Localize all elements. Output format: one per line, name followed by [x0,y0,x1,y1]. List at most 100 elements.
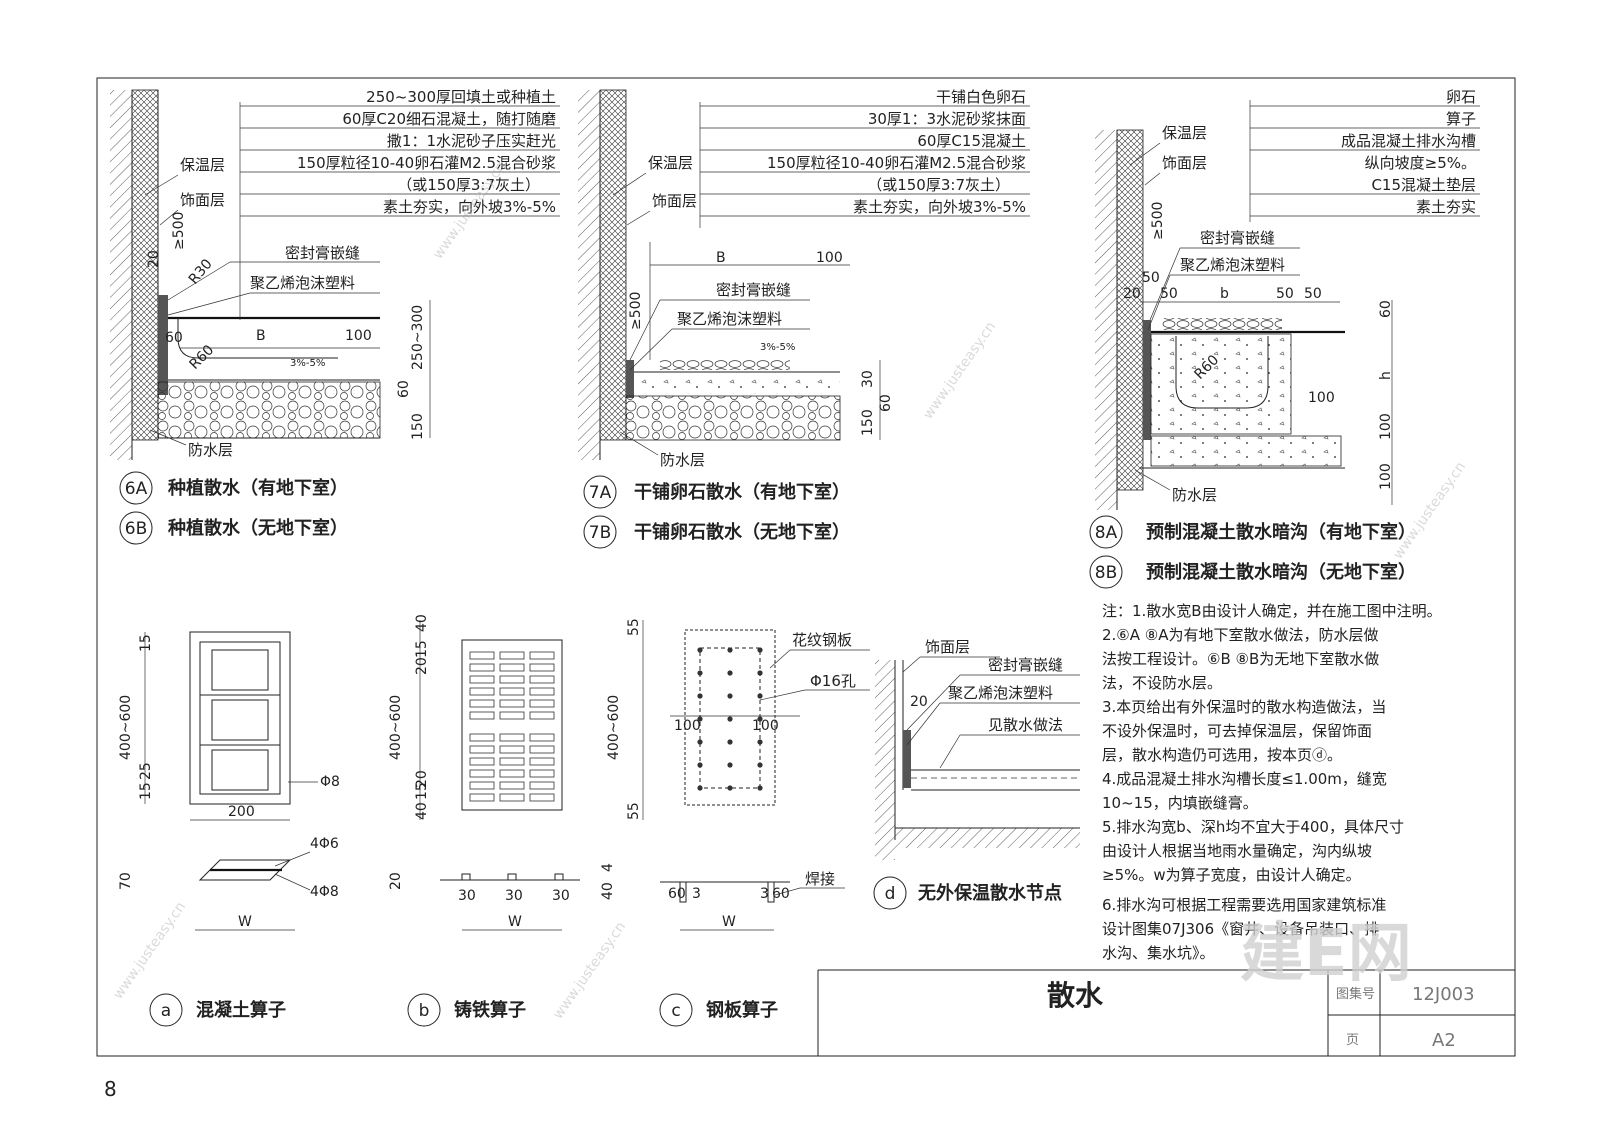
note-line: 不设外保温时，可去掉保温层，保留饰面 [1102,722,1372,740]
layer-label: （或150厚3:7灰土） [397,176,540,194]
grate-slot [469,711,495,720]
grate-slot [499,687,525,696]
dim-40: 40 [600,882,616,900]
layer-label: 卵石 [1446,88,1476,106]
hole-label: Φ16孔 [810,672,856,690]
gravel-bed [157,381,381,439]
sheet-frame [96,77,1516,1057]
grate-slot [469,675,495,684]
plate-hole [697,739,703,745]
dim-150: 150 [410,413,426,440]
note-line: 设计图集07J306《窗井、设备吊装口、排 [1102,920,1379,938]
dim-60: 60 [165,330,183,346]
dim-150: 150 [860,409,876,436]
caption-text: 无外保温散水节点 [918,882,1062,904]
grate-slot [469,745,495,754]
dim-15b: 15 [414,782,430,800]
dim-w: W [508,914,522,930]
grate-slot [469,793,495,802]
grate-slot [529,699,555,708]
caption-text: 干铺卵石散水（无地下室） [634,521,850,543]
grate-slot [469,769,495,778]
caption-number: 8B [1095,563,1117,583]
insulation-layer [599,89,627,441]
layer-label: 150厚粒径10-40卵石灌M2.5混合砂浆 [297,154,556,172]
note-line: 6.排水沟可根据工程需要选用国家建筑标准 [1102,896,1386,914]
caption-c: c 钢板算子 [659,993,778,1027]
slope: 3%-5% [760,342,795,353]
layer-label: 撒1：1水泥砂子压实赶光 [387,132,556,150]
grate-slot [469,699,495,708]
grate-slot [469,687,495,696]
caption-number: c [671,1001,680,1021]
waterproof-label: 防水层 [188,441,233,459]
grate-slot [499,711,525,720]
slope: 3%-5% [290,358,325,369]
grate-c-steel-plate: 55 400~600 55 100 100 花纹钢板 Φ16孔 4 40 60 … [600,618,870,931]
see-apron-label: 见散水做法 [988,716,1063,734]
note-line: ≥5%。w为算子宽度，由设计人确定。 [1102,866,1361,884]
layer-label: 250~300厚回填土或种植土 [366,88,556,106]
dim-50b: 50 [1160,286,1178,302]
grate-b-cast-iron: 40 15 20 400~600 20 15 40 20 30 30 30 W [388,614,580,931]
dim-b: b [1220,286,1229,302]
foam-label: 聚乙烯泡沫塑料 [250,274,355,292]
plate-hole [757,693,763,699]
wall-hatch [578,90,600,460]
note-line: 4.成品混凝土排水沟槽长度≤1.00m，缝宽 [1102,770,1387,788]
plate-hole [757,785,763,791]
foam-strip [158,295,168,395]
plate-hole [697,693,703,699]
layer-label: 150厚粒径10-40卵石灌M2.5混合砂浆 [767,154,1026,172]
atlas-number: 12J003 [1412,984,1475,1005]
insulation-layer [131,89,159,441]
grate-slot [529,711,555,720]
layer-label: 素土夯实 [1416,198,1476,216]
title-block: 散水 图集号 12J003 页 A2 [817,969,1515,1056]
caption-number: 7B [589,523,611,543]
layer-label: 算子 [1446,110,1476,128]
plate-hole [757,670,763,676]
sealant-label: 密封膏嵌缝 [285,244,360,262]
caption-number: 8A [1095,523,1118,543]
rebar-phi8: Φ8 [320,774,340,790]
dim-3b: 3 [760,886,769,902]
grate-slot [529,781,555,790]
dim-500: ≥500 [628,292,644,330]
note-line: 法，不设防水层。 [1102,674,1222,692]
wall-hatch [1095,130,1117,510]
dim-r60: R60 [187,342,218,373]
caption-text: 混凝土算子 [196,999,286,1021]
dim-40b: 40 [414,802,430,820]
waterproof-label: 防水层 [660,451,705,469]
grate-slot [529,757,555,766]
dim-60: 60 [878,394,894,412]
note-line: 注：1.散水宽B由设计人确定，并在施工图中注明。 [1102,602,1442,620]
dim-100b: 100 [752,718,779,734]
insulation-label: 保温层 [1162,124,1207,142]
layer-label: 素土夯实，向外坡3%-5% [383,198,556,216]
layer-label: 干铺白色卵石 [936,88,1026,106]
dim-55: 55 [626,618,642,636]
plate-hole [727,716,733,722]
dim-30a: 30 [458,888,476,904]
dim-20: 20 [146,250,162,268]
grate-a-concrete: 15 400~600 15 25 200 Φ8 4Φ6 4Φ8 70 W [118,631,340,931]
rebar-4phi6: 4Φ6 [310,836,339,852]
plate-hole [697,670,703,676]
layer-label: C15混凝土垫层 [1371,176,1476,194]
caption-number: 6A [125,479,148,499]
dim-15: 15 [138,634,154,652]
concrete-layer [634,374,840,394]
caption-number: 6B [125,519,147,539]
grate-slot [499,745,525,754]
grate-outline [189,631,291,805]
note-line: 水沟、集水坑》。 [1102,944,1215,962]
caption-text: 种植散水（有地下室） [167,477,348,499]
grate-slot [529,745,555,754]
grate-slot [499,699,525,708]
dim-100a: 100 [674,718,701,734]
grate-slot [529,769,555,778]
grate-slot [499,651,525,660]
